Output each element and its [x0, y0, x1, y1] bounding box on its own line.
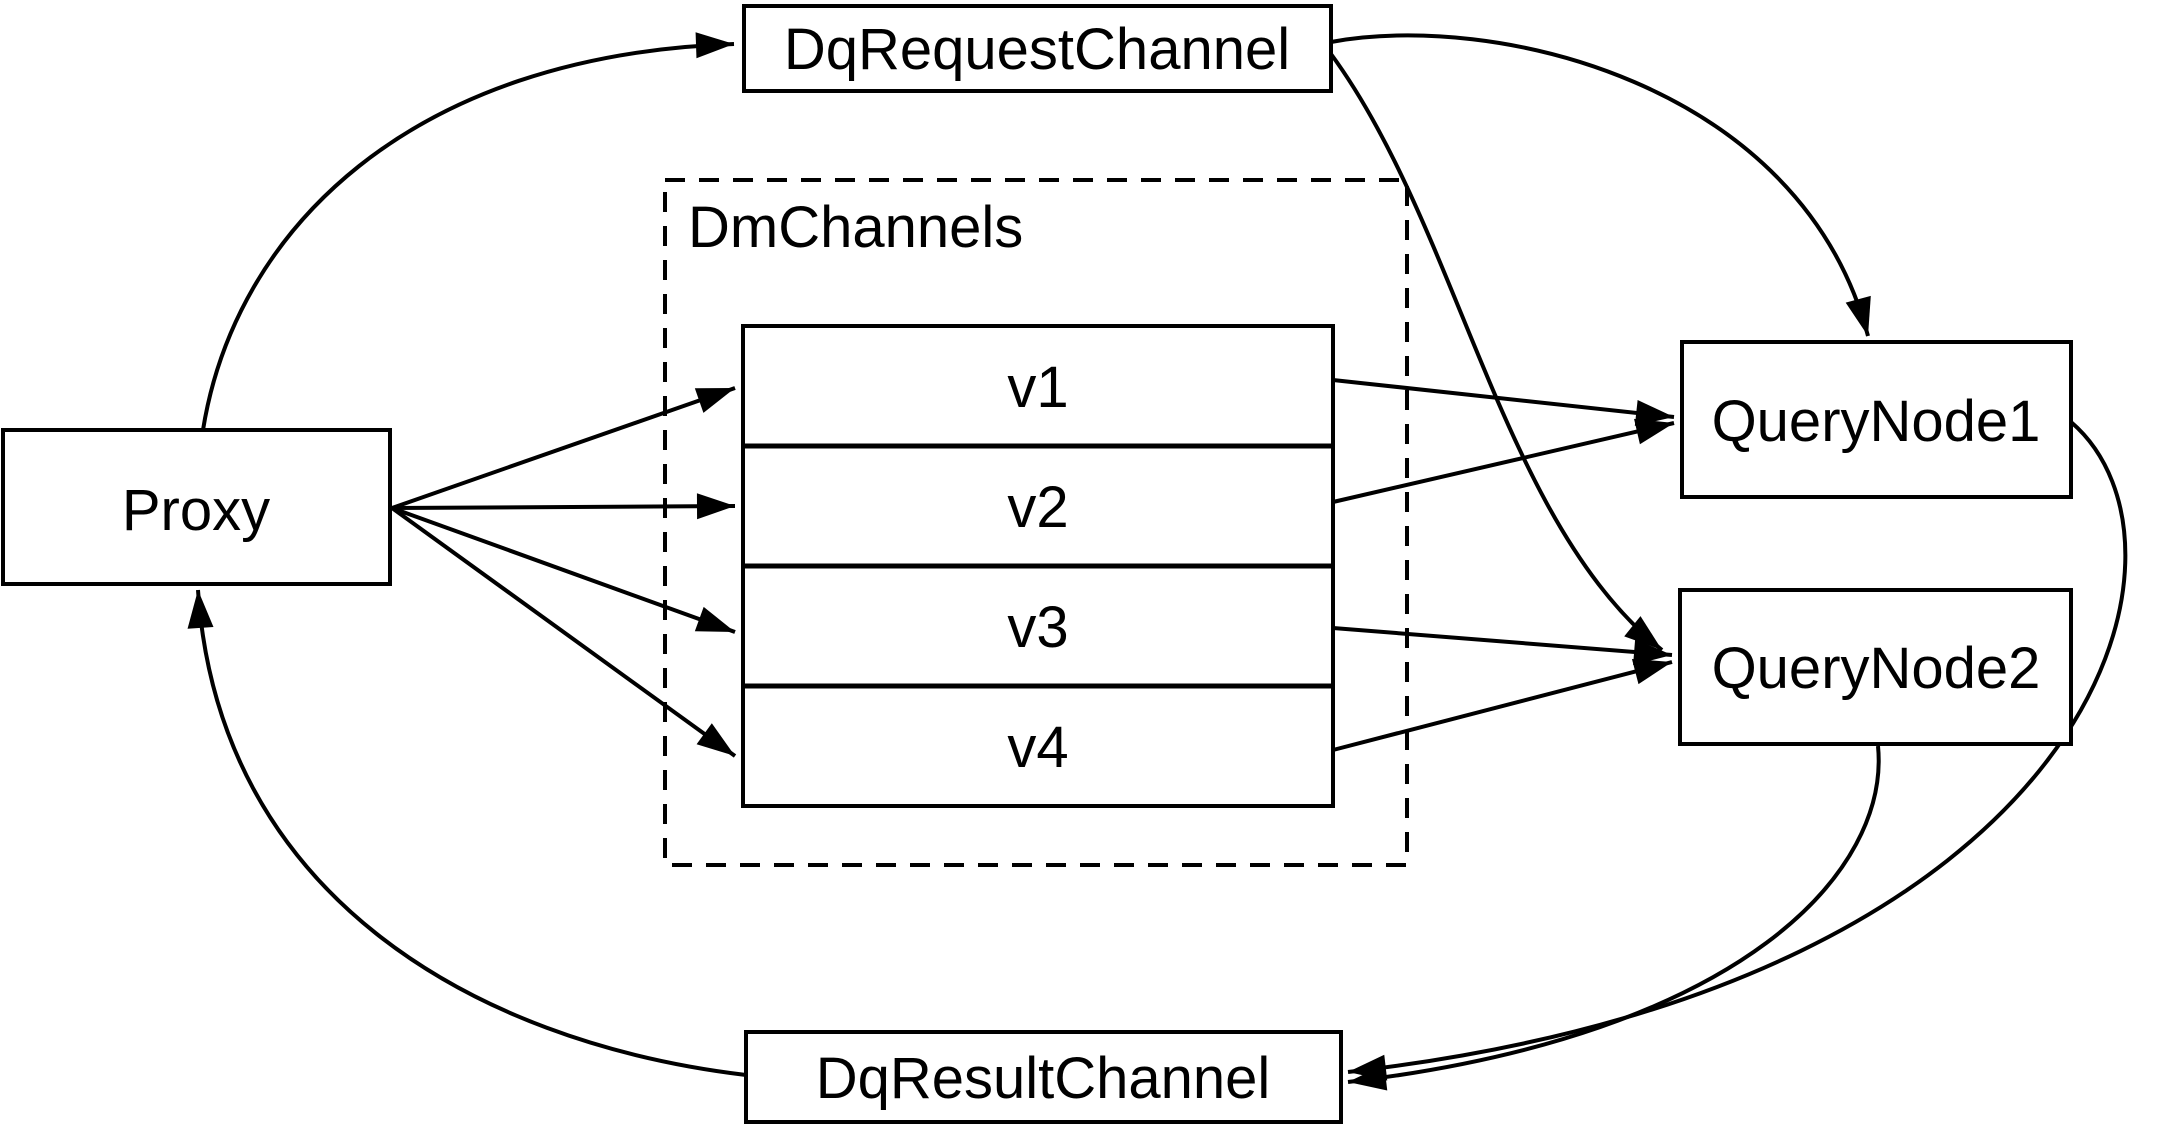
- dq-result-channel-label: DqResultChannel: [816, 1046, 1271, 1111]
- query-node-2-box: [1678, 588, 2073, 746]
- dq-request-channel-label: DqRequestChannel: [784, 17, 1290, 82]
- query-node-2-label: QueryNode2: [1712, 636, 2041, 701]
- dq-request-channel-box: [742, 4, 1333, 93]
- edge-dq-request-channel-to-query-node-2: [1329, 52, 1664, 652]
- edge-query-node-1-to-dq-result-channel: [1347, 420, 2128, 1081]
- channel-v3-label: v3: [1007, 595, 1068, 660]
- edge-dq-request-channel-to-query-node-1: [1330, 33, 1871, 337]
- edge-proxy-to-v4: [390, 506, 737, 758]
- edge-v4-to-query-node-2: [1332, 658, 1673, 752]
- edge-proxy-to-v3: [391, 506, 736, 634]
- query-node-1: QueryNode1: [1680, 340, 2073, 499]
- dm-channels-label: DmChannels: [688, 195, 1023, 260]
- edge-v1-to-query-node-1: [1332, 378, 1675, 426]
- dq-result-channel-box: [744, 1030, 1343, 1124]
- proxy-label: Proxy: [122, 478, 270, 543]
- channel-v2-label: v2: [1007, 475, 1068, 540]
- dq-request-channel-node: DqRequestChannel: [742, 4, 1333, 93]
- channel-v1-label: v1: [1007, 355, 1068, 420]
- proxy-box: [1, 428, 392, 586]
- proxy-node: Proxy: [1, 428, 392, 586]
- edge-proxy-to-dq-request-channel: [201, 32, 735, 431]
- query-node-1-label: QueryNode1: [1712, 389, 2041, 454]
- query-node-2: QueryNode2: [1678, 588, 2073, 746]
- dq-result-channel-node: DqResultChannel: [744, 1030, 1343, 1124]
- edge-v2-to-query-node-1: [1332, 418, 1675, 504]
- query-node-1-box: [1680, 340, 2073, 499]
- channel-stack: v1 v2 v3 v4: [741, 324, 1335, 808]
- dm-channels-group: DmChannels v1 v2 v3 v4: [663, 178, 1409, 867]
- edge-query-node-2-to-dq-result-channel: [1347, 745, 1881, 1091]
- edge-proxy-to-v2: [391, 493, 736, 520]
- edge-proxy-to-v1: [391, 386, 736, 510]
- channel-v4-label: v4: [1007, 715, 1068, 780]
- edge-v3-to-query-node-2: [1332, 626, 1673, 665]
- edge-dq-result-channel-to-proxy: [187, 589, 747, 1077]
